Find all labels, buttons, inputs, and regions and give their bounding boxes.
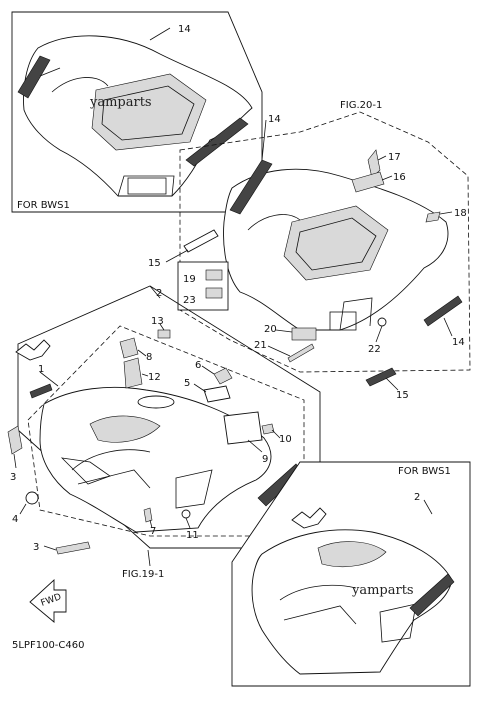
- plate-9: [223, 411, 263, 445]
- decal-bws1-right: [409, 573, 455, 617]
- front-fender-cap: [137, 395, 175, 409]
- part-7: [143, 507, 153, 523]
- ref-22: 22: [368, 344, 381, 355]
- decal-zigzag: [15, 339, 51, 361]
- inset-bws1-rear-fender: 14 FOR BWS1: [11, 11, 263, 213]
- decal-8: [119, 337, 139, 359]
- ref-2: 2: [156, 288, 162, 299]
- ref-23: 23: [183, 295, 196, 306]
- decal-right-bws1: [185, 117, 249, 167]
- ref-4: 4: [12, 514, 18, 525]
- part-20: [291, 327, 317, 341]
- plate-16: [351, 171, 385, 193]
- ref-1: 1: [38, 364, 44, 375]
- decal-12: [123, 357, 143, 389]
- ref-17: 17: [388, 152, 401, 163]
- bolt-11: [181, 509, 191, 519]
- cap-4: [25, 491, 39, 505]
- fig-20-1-dashed-outline: [179, 111, 471, 373]
- ref-14-right: 14: [452, 337, 465, 348]
- part-10: [261, 423, 275, 435]
- ref-5: 5: [184, 378, 190, 389]
- fig-20-1-label: FIG.20-1: [340, 100, 382, 111]
- ref-19: 19: [183, 274, 196, 285]
- ref-13: 13: [151, 316, 164, 327]
- ref-3-top: 3: [10, 472, 16, 483]
- decal-1: [29, 383, 53, 399]
- front-fender-bws1-inner: [317, 541, 387, 567]
- ref-2-bottom: 2: [414, 492, 420, 503]
- ref-10: 10: [279, 434, 292, 445]
- label-23-plate: [205, 287, 223, 299]
- ref-15-right: 15: [396, 390, 409, 401]
- strip-15-left: [183, 229, 219, 253]
- front-fender-bws1: [251, 529, 453, 675]
- part-6: [213, 367, 233, 385]
- decal-14-left: [229, 159, 273, 215]
- catalog-code: 5LPF100-C460: [12, 640, 84, 651]
- for-bws1-label-bottom: FOR BWS1: [398, 466, 451, 477]
- ref-9: 9: [262, 454, 268, 465]
- ref-6: 6: [195, 360, 201, 371]
- tab-18: [425, 211, 441, 223]
- ref-21: 21: [254, 340, 267, 351]
- decal-left-bws1: [17, 55, 51, 99]
- part-13: [157, 329, 171, 339]
- ref-16: 16: [393, 172, 406, 183]
- strip-15-right: [365, 367, 397, 387]
- part-5: [203, 385, 231, 403]
- ref-3-bottom: 3: [33, 542, 39, 553]
- front-fender-inner: [89, 415, 161, 443]
- strip-3-top: [7, 425, 23, 455]
- emblem-17: [367, 149, 381, 179]
- ref-7: 7: [150, 526, 156, 537]
- ref-8: 8: [146, 352, 152, 363]
- ref-14-top: 14: [178, 24, 191, 35]
- label-19-plate: [205, 269, 223, 281]
- fwd-arrow-icon: FWD: [29, 578, 67, 623]
- ref-12: 12: [148, 372, 161, 383]
- fig-19-1-label: FIG.19-1: [122, 569, 164, 580]
- decal-14-right: [423, 295, 463, 327]
- front-fender-group: 2 1 13 8 12 6 5: [7, 285, 321, 580]
- part-21: [287, 343, 315, 363]
- watermark-top: yamparts: [89, 95, 152, 110]
- decal-bws1-zigzag: [291, 507, 327, 529]
- ref-20: 20: [264, 324, 277, 335]
- bolt-22: [377, 317, 387, 327]
- watermark-bottom: yamparts: [351, 583, 414, 598]
- ref-14-mid: 14: [268, 114, 281, 125]
- for-bws1-label-top: FOR BWS1: [17, 200, 70, 211]
- fig-20-1-group: FIG.20-1 14 14 17 16 18 15: [148, 100, 471, 373]
- ref-15-left: 15: [148, 258, 161, 269]
- inset-bws1-front-fender: FOR BWS1 2: [231, 461, 471, 687]
- strip-3-bottom: [55, 541, 91, 555]
- ref-18: 18: [454, 208, 467, 219]
- ref-11: 11: [186, 530, 199, 541]
